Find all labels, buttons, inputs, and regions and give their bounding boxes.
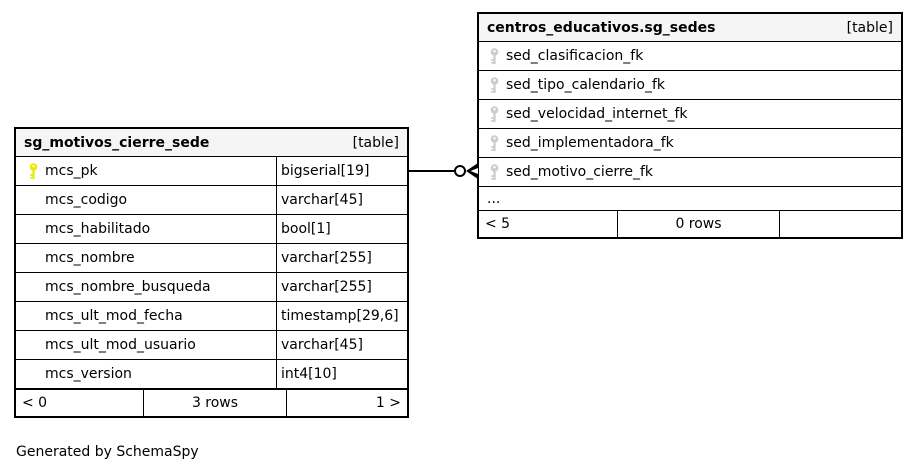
column-name-cell: mcs_habilitado — [16, 215, 276, 243]
table-row: mcs_version int4[10] — [16, 360, 407, 389]
foreign-key-icon — [488, 105, 500, 123]
footer-implied-right: 1 > — [286, 390, 407, 416]
foreign-key-icon — [488, 134, 500, 152]
table-row: mcs_ult_mod_fecha timestamp[29,6] — [16, 302, 407, 331]
table-header[interactable]: centros_educativos.sg_sedes [table] — [479, 14, 901, 42]
table-row: mcs_codigo varchar[45] — [16, 186, 407, 215]
table-title: centros_educativos.sg_sedes — [487, 19, 716, 36]
column-name-cell: sed_velocidad_internet_fk — [479, 100, 901, 128]
key-icon-placeholder — [27, 337, 39, 354]
footer-implied-left: < 0 — [22, 395, 48, 411]
hidden-columns-ellipsis: ... — [479, 187, 901, 211]
table-row: sed_tipo_calendario_fk — [479, 71, 901, 100]
column-type: varchar[255] — [276, 273, 407, 301]
table-badge: [table] — [352, 134, 399, 151]
table-node-sg-motivos-cierre-sede: sg_motivos_cierre_sede [table] mcs_pk bi… — [14, 127, 409, 418]
column-name-cell: mcs_nombre_busqueda — [16, 273, 276, 301]
column-name-cell: mcs_ult_mod_usuario — [16, 331, 276, 359]
column-name: mcs_habilitado — [45, 221, 151, 237]
column-name: sed_motivo_cierre_fk — [506, 164, 654, 180]
footer-implied-right — [779, 211, 901, 237]
table-row: mcs_nombre_busqueda varchar[255] — [16, 273, 407, 302]
table-row: mcs_pk bigserial[19] — [16, 157, 407, 186]
key-icon-placeholder — [27, 250, 39, 267]
foreign-key-icon — [488, 163, 500, 181]
column-name-cell: sed_implementadora_fk — [479, 129, 901, 157]
column-name: mcs_nombre_busqueda — [45, 279, 211, 295]
table-row: mcs_nombre varchar[255] — [16, 244, 407, 273]
column-name-cell: mcs_pk — [16, 157, 276, 185]
table-node-centros-educativos-sg-sedes: centros_educativos.sg_sedes [table] sed_… — [477, 12, 903, 239]
foreign-key-icon — [488, 47, 500, 65]
column-name: mcs_ult_mod_fecha — [45, 308, 183, 324]
column-name: sed_velocidad_internet_fk — [506, 106, 688, 122]
column-name: sed_tipo_calendario_fk — [506, 77, 665, 93]
column-name: mcs_nombre — [45, 250, 135, 266]
column-name: mcs_pk — [45, 163, 98, 179]
table-footer: < 0 3 rows 1 > — [16, 389, 407, 416]
key-icon-placeholder — [27, 308, 39, 325]
column-name: mcs_ult_mod_usuario — [45, 337, 196, 353]
key-icon-placeholder — [27, 192, 39, 209]
schemaspy-credit: Generated by SchemaSpy — [16, 444, 199, 460]
column-type: bool[1] — [276, 215, 407, 243]
relationship-connector — [408, 163, 478, 179]
zero-cardinality-circle — [454, 165, 466, 177]
key-icon-placeholder — [27, 279, 39, 296]
column-type: timestamp[29,6] — [276, 302, 407, 330]
table-badge: [table] — [846, 19, 893, 36]
column-type: bigserial[19] — [276, 157, 407, 185]
table-footer: < 5 0 rows — [479, 211, 901, 237]
column-name-cell: sed_motivo_cierre_fk — [479, 158, 901, 186]
footer-row-count: 3 rows — [143, 390, 286, 416]
footer-implied-left: < 5 — [485, 216, 511, 232]
key-icon-placeholder — [27, 366, 39, 383]
table-row: sed_clasificacion_fk — [479, 42, 901, 71]
column-name-cell: mcs_version — [16, 360, 276, 388]
column-type: varchar[45] — [276, 186, 407, 214]
table-row: sed_implementadora_fk — [479, 129, 901, 158]
column-name-cell: sed_clasificacion_fk — [479, 42, 901, 70]
table-header[interactable]: sg_motivos_cierre_sede [table] — [16, 129, 407, 157]
column-name-cell: mcs_nombre — [16, 244, 276, 272]
column-name: mcs_version — [45, 366, 132, 382]
column-name: mcs_codigo — [45, 192, 128, 208]
table-row: mcs_ult_mod_usuario varchar[45] — [16, 331, 407, 360]
table-row: sed_motivo_cierre_fk — [479, 158, 901, 187]
footer-row-count: 0 rows — [617, 211, 779, 237]
table-row: mcs_habilitado bool[1] — [16, 215, 407, 244]
column-name-cell: sed_tipo_calendario_fk — [479, 71, 901, 99]
foreign-key-icon — [488, 76, 500, 94]
table-title: sg_motivos_cierre_sede — [24, 134, 210, 151]
column-name-cell: mcs_codigo — [16, 186, 276, 214]
column-name-cell: mcs_ult_mod_fecha — [16, 302, 276, 330]
column-type: int4[10] — [276, 360, 407, 388]
table-row: sed_velocidad_internet_fk — [479, 100, 901, 129]
primary-key-icon — [27, 162, 39, 180]
column-type: varchar[255] — [276, 244, 407, 272]
key-icon-placeholder — [27, 221, 39, 238]
column-name: sed_clasificacion_fk — [506, 48, 644, 64]
column-name: sed_implementadora_fk — [506, 135, 674, 151]
column-type: varchar[45] — [276, 331, 407, 359]
